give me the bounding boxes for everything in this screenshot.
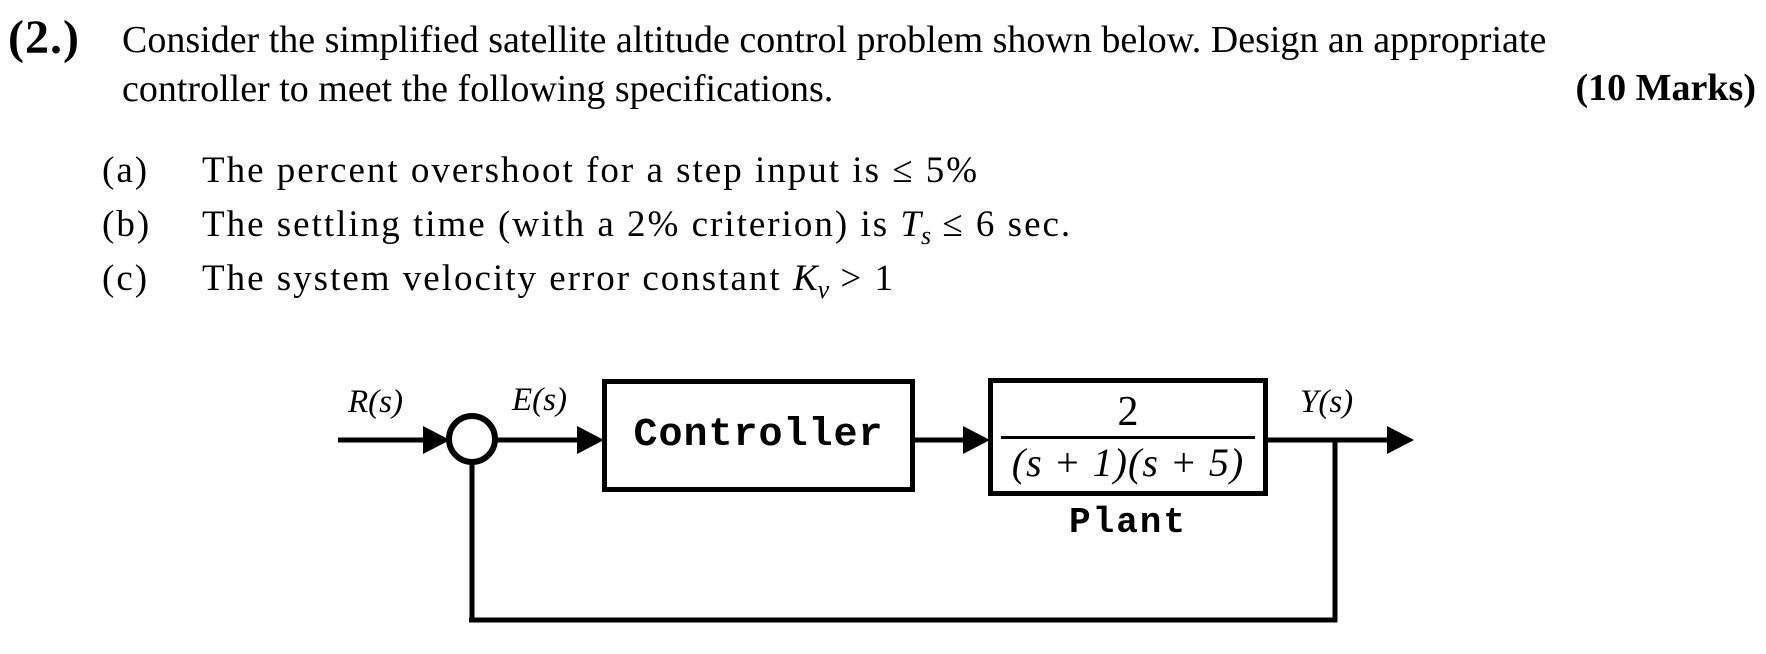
spec-b-post: ≤ 6 sec. — [931, 203, 1073, 245]
plant-caption: Plant — [1068, 502, 1188, 543]
error-signal-label: E(s) — [512, 382, 567, 418]
spec-label-a: (a) — [102, 149, 150, 191]
spec-item-c: (c) The system velocity error constant K… — [102, 251, 1602, 305]
controller-block: Controller — [602, 379, 915, 492]
error-arrowhead-icon — [577, 426, 604, 454]
spec-text-c: The system velocity error constant Kv > … — [202, 257, 896, 303]
spec-c-sub: v — [817, 274, 830, 304]
spec-c-var: K — [792, 257, 818, 299]
input-signal-label: R(s) — [348, 384, 403, 420]
spec-b-pre: The settling time (with a 2% criterion) … — [202, 203, 901, 245]
statement-line-2: controller to meet the following specifi… — [122, 68, 834, 110]
spec-label-b: (b) — [102, 203, 152, 245]
spec-item-b: (b) The settling time (with a 2% criteri… — [102, 197, 1602, 251]
question-statement: Consider the simplified satellite altitu… — [122, 16, 1766, 114]
summing-junction — [446, 413, 498, 465]
spec-item-a: (a) The percent overshoot for a step inp… — [102, 143, 1602, 197]
plant-arrowhead-icon — [963, 426, 990, 454]
block-diagram: R(s) E(s) Controller 2 (s + 1)(s + 5) Y(… — [0, 330, 1766, 654]
question-number: (2.) — [8, 11, 80, 64]
block-diagram-wires — [338, 413, 1414, 623]
spec-c-post: > 1 — [829, 257, 896, 299]
spec-b-var: T — [900, 203, 921, 245]
output-signal-label: Y(s) — [1300, 384, 1354, 420]
spec-label-c: (c) — [102, 257, 150, 299]
plant-transfer-function: 2 (s + 1)(s + 5) — [1001, 391, 1255, 483]
spec-text-b: The settling time (with a 2% criterion) … — [202, 203, 1073, 249]
input-arrowhead-icon — [423, 426, 450, 454]
spec-c-pre: The system velocity error constant — [202, 257, 793, 299]
spec-b-sub: s — [920, 220, 932, 250]
output-arrowhead-icon — [1387, 426, 1414, 454]
controller-block-label: Controller — [633, 413, 884, 458]
plant-block: 2 (s + 1)(s + 5) — [988, 378, 1268, 496]
spec-a-pre: The percent overshoot for a step input i… — [202, 149, 980, 191]
statement-line-1: Consider the simplified satellite altitu… — [122, 19, 1547, 61]
marks-label: (10 Marks) — [1575, 67, 1756, 109]
plant-denominator: (s + 1)(s + 5) — [1011, 440, 1245, 485]
plant-numerator: 2 — [1117, 389, 1139, 435]
specifications-list: (a) The percent overshoot for a step inp… — [102, 143, 1602, 305]
fraction-bar — [1001, 436, 1255, 439]
spec-text-a: The percent overshoot for a step input i… — [202, 149, 979, 192]
